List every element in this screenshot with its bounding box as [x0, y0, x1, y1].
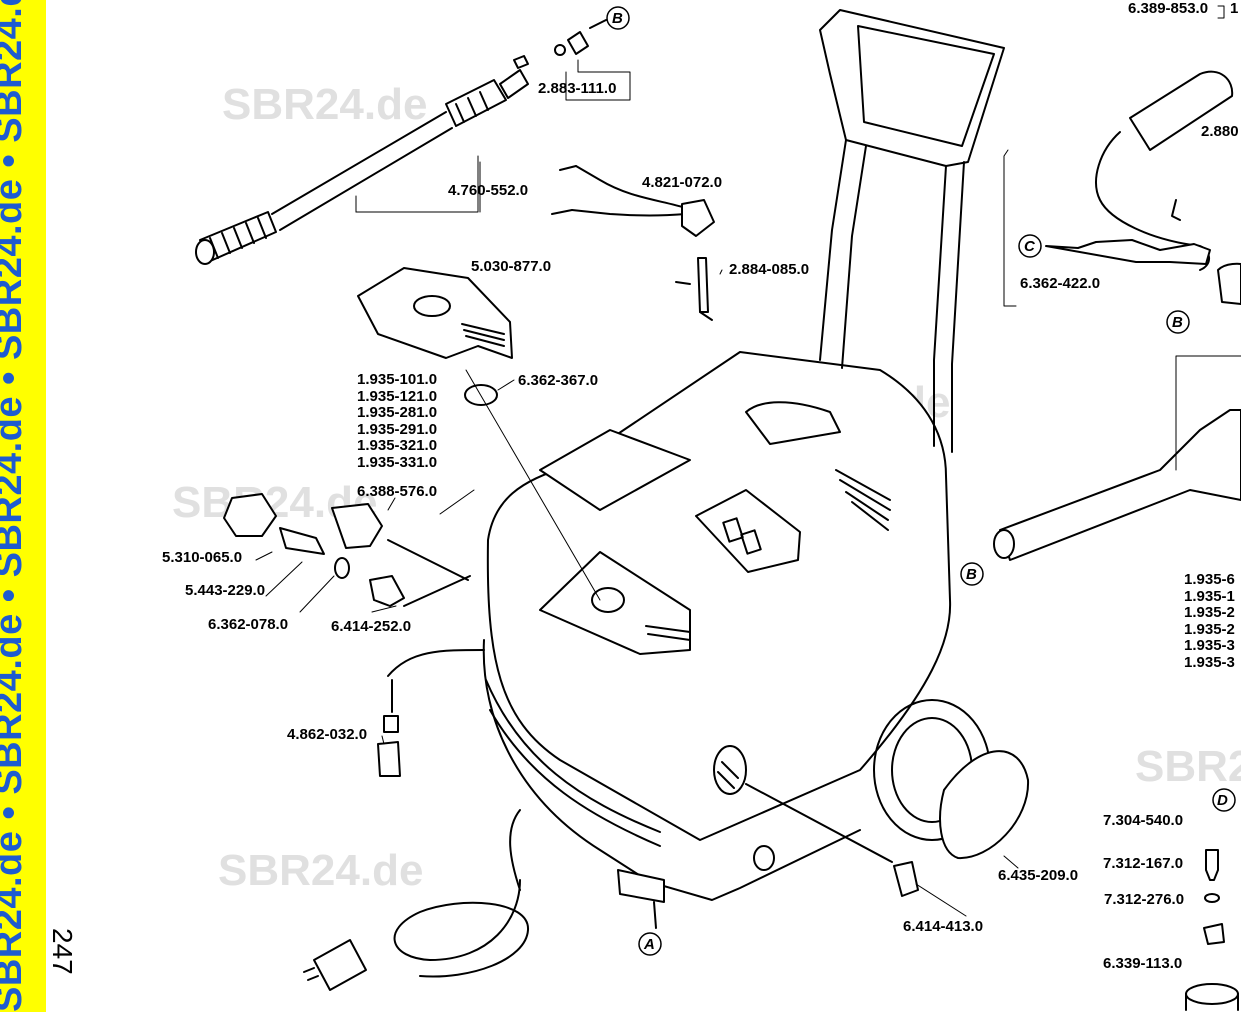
- callout-c: C: [1024, 238, 1035, 255]
- part-label-6-414-413: 6.414-413.0: [903, 918, 984, 935]
- pump-variant: 1.935-101.0: [357, 371, 438, 388]
- handle-frame-drawing: [819, 9, 1005, 453]
- power-cable-drawing: [303, 809, 530, 991]
- part-label-4-760-552: 4.760-552.0: [448, 182, 529, 199]
- part-label-6-414-252: 6.414-252.0: [331, 618, 412, 635]
- part-label-7-312-167: 7.312-167.0: [1103, 855, 1184, 872]
- part-label-4-821-072: 4.821-072.0: [642, 174, 723, 191]
- main-housing-drawing: [482, 351, 952, 901]
- cover-drawing: [357, 267, 513, 359]
- pump-variant: 1.935-331.0: [357, 453, 438, 471]
- part-label-7-304-540: 7.304-540.0: [1103, 812, 1184, 829]
- part-label-7-312-276: 7.312-276.0: [1104, 891, 1185, 908]
- part-label-5-030-877: 5.030-877.0: [471, 258, 552, 275]
- part-label-5-443-229: 5.443-229.0: [185, 582, 266, 599]
- pin-drawing: [675, 257, 713, 321]
- pump-variant: 1.935-321.0: [357, 437, 438, 455]
- pump-variant: 1.935-281.0: [357, 404, 438, 422]
- part-label-6-362-078: 6.362-078.0: [208, 616, 289, 633]
- part-label-2-884-085: 2.884-085.0: [729, 261, 810, 278]
- part-label-6-388-576: 6.388-576.0: [357, 483, 438, 500]
- part-label-4-862-032: 4.862-032.0: [287, 726, 368, 743]
- spray-lance-drawing: [195, 55, 529, 265]
- pump-variants-list-right: 1.935-6 1.935-1 1.935-2 1.935-2 1.935-3 …: [1184, 571, 1235, 672]
- pump-variant: 1.935-1: [1184, 587, 1235, 605]
- callout-a: A: [644, 936, 655, 953]
- pump-variant: 1.935-3: [1184, 653, 1235, 671]
- part-label-1: 1: [1230, 0, 1239, 17]
- nozzle-parts-drawing: [554, 19, 607, 56]
- fittings-drawing: [223, 493, 471, 607]
- watermark: SBR24.de: [218, 846, 424, 895]
- pump-variant: 1.935-2: [1184, 620, 1235, 638]
- part-label-2-880: 2.880: [1201, 123, 1239, 140]
- part-label-6-435-209: 6.435-209.0: [998, 867, 1079, 884]
- watermark: SBR24.de: [1135, 742, 1241, 791]
- pump-variant: 1.935-6: [1184, 571, 1235, 588]
- filter-drawing: [377, 649, 485, 777]
- part-label-6-339-113: 6.339-113.0: [1103, 955, 1183, 972]
- watermark: SBR24.de: [222, 80, 428, 129]
- part-label-2-883-111: 2.883-111.0: [538, 80, 617, 97]
- pump-variant: 1.935-291.0: [357, 420, 438, 438]
- part-label-6-389-853: 6.389-853.0: [1128, 0, 1209, 17]
- foot-drawing: [617, 869, 665, 903]
- o-ring-drawing: [464, 384, 498, 406]
- pump-variant: 1.935-3: [1184, 637, 1235, 655]
- wheel-drawing: [873, 699, 1030, 860]
- part-label-5-310-065: 5.310-065.0: [162, 549, 243, 566]
- water-inlet-drawing: [713, 745, 919, 897]
- callout-b: B: [966, 566, 977, 583]
- sidebar-watermark-stripe: SBR24.de • SBR24.de • SBR24.de • SBR24.d…: [0, 0, 46, 1012]
- pump-variant: 1.935-121.0: [357, 387, 438, 405]
- right-parts-drawing: [993, 70, 1241, 561]
- hose-cable-drawing: [551, 165, 715, 237]
- callout-circles: [606, 6, 1236, 956]
- leader-lines: [255, 5, 1241, 917]
- callout-b: B: [612, 10, 623, 27]
- callout-d: D: [1217, 792, 1228, 809]
- part-label-6-362-367: 6.362-367.0: [518, 372, 599, 389]
- pump-variants-list: 1.935-101.0 1.935-121.0 1.935-281.0 1.93…: [357, 371, 438, 472]
- pump-variant: 1.935-2: [1184, 604, 1235, 622]
- part-label-6-362-422: 6.362-422.0: [1020, 275, 1101, 292]
- callout-b: B: [1172, 314, 1183, 331]
- bolt-stack-drawing: [1185, 849, 1239, 1011]
